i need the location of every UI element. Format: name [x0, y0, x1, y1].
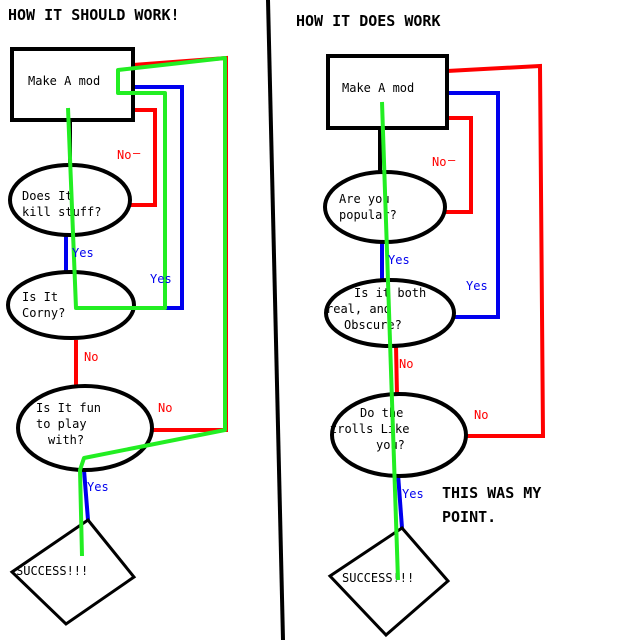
right-no-loop-q1	[445, 116, 473, 214]
left-no-loop-q1	[126, 108, 157, 207]
left-q3-ellipse	[16, 384, 154, 472]
left-panel: HOW IT SHOULD WORK! Make A mod Does It k…	[6, 6, 228, 626]
right-connector-q3-end-yes	[396, 473, 404, 529]
left-no-loop-q3	[132, 55, 228, 432]
right-label-yes-q3: Yes	[402, 487, 424, 501]
right-q1-text: Are you popular?	[339, 192, 397, 222]
left-label-yes-q3: Yes	[87, 480, 109, 494]
right-no-loop-q3	[446, 63, 546, 438]
left-start-box	[10, 47, 135, 122]
right-yes-loop-q2	[447, 91, 500, 319]
left-q2-text: Is It Corny?	[22, 290, 65, 320]
left-q1-text: Does It kill stuff?	[22, 189, 101, 219]
left-label-no-q1: No	[117, 148, 131, 162]
right-connector-q2-q3-no	[394, 345, 399, 396]
right-label-no-q1-mark: —	[448, 153, 456, 167]
left-label-no-q1-mark: —	[133, 146, 141, 160]
left-q3-text: Is It fun to play with?	[36, 401, 108, 447]
right-panel-title: HOW IT DOES WORK	[296, 12, 441, 30]
right-start-box	[326, 54, 449, 130]
left-label-no-q3: No	[158, 401, 172, 415]
right-q3-ellipse	[330, 392, 468, 478]
left-label-yes-q2: Yes	[150, 272, 172, 286]
right-success-label: SUCCESS!!!	[342, 571, 414, 585]
left-label-yes-q1: Yes	[72, 246, 94, 260]
right-label-no-q3: No	[474, 408, 488, 422]
right-success-diamond	[327, 526, 451, 638]
right-label-no-q1: No	[432, 155, 446, 169]
right-label-no-q2: No	[399, 357, 413, 371]
left-green-path	[66, 56, 227, 557]
right-start-label: Make A mod	[342, 81, 414, 95]
left-label-no-q2: No	[84, 350, 98, 364]
panel-divider	[266, 0, 285, 640]
left-success-label: SUCCESS!!!	[16, 564, 88, 578]
left-connector-q3-end-yes	[82, 469, 90, 521]
right-panel: HOW IT DOES WORK Make A mod Are you popu…	[296, 12, 550, 638]
right-point-note: THIS WAS MY POINT.	[442, 484, 550, 526]
left-start-label: Make A mod	[28, 74, 100, 88]
right-green-path	[380, 101, 400, 581]
left-panel-title: HOW IT SHOULD WORK!	[8, 6, 180, 24]
left-success-diamond	[9, 517, 137, 626]
right-label-yes-q2: Yes	[466, 279, 488, 293]
left-q2-ellipse	[6, 270, 136, 340]
right-label-yes-q1: Yes	[388, 253, 410, 267]
